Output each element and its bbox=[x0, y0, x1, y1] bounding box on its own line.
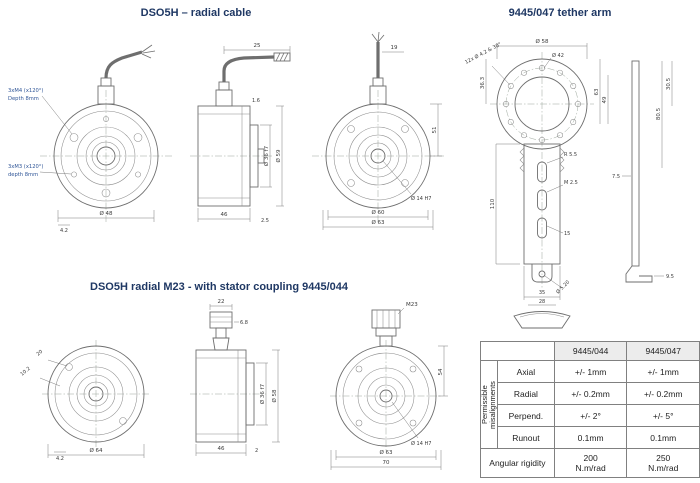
spec-col-header-9445-044: 9445/044 bbox=[553, 341, 628, 361]
dim-label: Ø 58 bbox=[535, 38, 549, 45]
dim-label: 46 bbox=[218, 446, 225, 452]
dim-label: 19 bbox=[391, 45, 398, 51]
row-value: +/- 0.2mm bbox=[553, 382, 628, 405]
dim-label: 110 bbox=[490, 198, 496, 209]
row-value: +/- 5° bbox=[626, 404, 700, 427]
dim-label: 36.3 bbox=[480, 76, 486, 89]
dim-label: 6.8 bbox=[240, 320, 248, 326]
ta-plate-view: Ø 58 Ø 42 12x Ø 4.2 & 30° 36.3 63 49 110… bbox=[464, 38, 609, 329]
table-row-axial: Permissible misalignments Axial +/- 1mm … bbox=[480, 360, 700, 449]
row-value: +/- 1mm bbox=[553, 360, 628, 383]
row-label: Axial bbox=[497, 360, 555, 383]
dim-label: 15 bbox=[564, 231, 570, 237]
ta-side-view: 7.5 80.5 30.5 9.5 bbox=[612, 60, 674, 283]
rc-side-view: 25 46 2.5 Ø 36 f7 Ø 59 1.6 bbox=[190, 43, 291, 224]
dim-label: 46 bbox=[221, 212, 228, 218]
dim-label: 2 bbox=[255, 448, 258, 454]
drawing-tether-arm: Ø 58 Ø 42 12x Ø 4.2 & 30° 36.3 63 49 110… bbox=[464, 38, 674, 329]
row-value: +/- 0.2mm bbox=[626, 382, 700, 405]
row-value: +/- 2° bbox=[553, 404, 628, 427]
drawing-m23: 20 10.2 4.2 Ø 64 22 6.8 bbox=[19, 299, 448, 470]
dim-label: Ø 63 bbox=[379, 449, 393, 456]
dim-label: 63 bbox=[594, 88, 600, 95]
row-value: 250 N.m/rad bbox=[626, 448, 700, 478]
dim-label: Ø 36 f7 bbox=[259, 383, 266, 404]
dim-label: Ø 60 bbox=[371, 209, 385, 216]
dim-label: 22 bbox=[218, 299, 225, 305]
table-row-radial: Radial +/- 0.2mm +/- 0.2mm bbox=[481, 382, 700, 405]
section-title-m23: DSO5H radial M23 - with stator coupling … bbox=[90, 281, 348, 293]
thread-callout: Depth 8mm bbox=[8, 96, 39, 102]
m23-side-view: 22 6.8 46 2 Ø 36 f7 Ø 58 bbox=[190, 299, 280, 456]
row-value: 200 N.m/rad bbox=[553, 448, 628, 478]
spec-col-header-9445-047: 9445/047 bbox=[626, 341, 700, 361]
row-label: Angular rigidity bbox=[480, 448, 555, 478]
dim-label: 25 bbox=[254, 43, 261, 49]
dim-label: M23 bbox=[406, 302, 418, 308]
dim-label: Ø 59 bbox=[275, 149, 282, 163]
dim-label: Ø 5.20 bbox=[554, 279, 571, 296]
dim-label: Ø 14 H7 bbox=[411, 440, 431, 447]
dim-label: Ø 64 bbox=[89, 447, 103, 454]
dim-label: 30.5 bbox=[666, 77, 672, 90]
section-title-tether-arm: 9445/047 tether arm bbox=[508, 7, 612, 19]
row-label: Perpend. bbox=[497, 404, 555, 427]
row-value: +/- 1mm bbox=[626, 360, 700, 383]
table-row-angular-rigidity: Angular rigidity 200 N.m/rad 250 N.m/rad bbox=[480, 448, 700, 478]
dim-label: Ø 36 f7 bbox=[263, 145, 270, 166]
rc-front-view: Ø 48 4.2 3xM4 (x120°) Depth 8mm 3xM3 (x1… bbox=[8, 44, 172, 234]
dim-label: 7.5 bbox=[612, 174, 620, 180]
thread-callout: depth 8mm bbox=[8, 172, 38, 178]
dim-label: 10.2 bbox=[19, 366, 31, 378]
thread-callout: 3xM4 (x120°) bbox=[8, 88, 43, 94]
dim-label: 70 bbox=[383, 460, 390, 466]
group-label-cell: Permissible misalignments bbox=[480, 360, 498, 449]
dim-label: 80.5 bbox=[656, 107, 662, 120]
m23-rear-view: M23 54 Ø 63 70 Ø 14 H7 bbox=[330, 302, 448, 470]
table-header-row: 9445/044 9445/047 bbox=[480, 341, 700, 361]
misalignment-table: 9445/044 9445/047 Permissible misalignme… bbox=[480, 341, 700, 478]
dim-label: 4.2 bbox=[56, 456, 64, 462]
dim-label: 2.5 bbox=[261, 218, 269, 224]
drawing-radial-cable: Ø 48 4.2 3xM4 (x120°) Depth 8mm 3xM3 (x1… bbox=[8, 31, 444, 234]
dim-label: 9.5 bbox=[666, 274, 674, 280]
dim-label: M 2.5 bbox=[564, 180, 578, 186]
section-title-radial-cable: DSO5H – radial cable bbox=[140, 7, 252, 19]
row-label: Runout bbox=[497, 426, 555, 449]
dim-label: 54 bbox=[438, 368, 444, 375]
thread-callout: 3xM3 (x120°) bbox=[8, 164, 43, 170]
dim-label: Ø 63 bbox=[371, 219, 385, 226]
m23-front-view: 20 10.2 4.2 Ø 64 bbox=[19, 340, 150, 462]
dim-label: Ø 42 bbox=[552, 52, 564, 59]
dim-label: 35 bbox=[539, 290, 545, 296]
dim-label: 51 bbox=[432, 127, 438, 134]
dim-label: 20 bbox=[35, 349, 44, 358]
group-label: Permissible misalignments bbox=[480, 380, 497, 429]
dim-label: Ø 48 bbox=[99, 210, 113, 217]
spec-header-empty bbox=[480, 341, 555, 361]
dim-label: R 5.5 bbox=[564, 152, 577, 158]
dim-label: Ø 14 H7 bbox=[411, 195, 431, 202]
dim-label: 28 bbox=[539, 299, 545, 305]
row-label: Radial bbox=[497, 382, 555, 405]
table-row-perpend: Perpend. +/- 2° +/- 5° bbox=[481, 404, 700, 427]
dim-label: Ø 58 bbox=[271, 389, 278, 403]
row-value: 0.1mm bbox=[626, 426, 700, 449]
dim-label: 4.2 bbox=[60, 228, 68, 234]
dim-label: 49 bbox=[602, 96, 608, 103]
table-row-runout: Runout 0.1mm 0.1mm bbox=[481, 426, 700, 449]
row-value: 0.1mm bbox=[553, 426, 628, 449]
rc-rear-view: 19 51 Ø 60 Ø 63 Ø 14 H7 bbox=[312, 31, 444, 230]
surface-finish-label: 1.6 bbox=[252, 98, 260, 104]
